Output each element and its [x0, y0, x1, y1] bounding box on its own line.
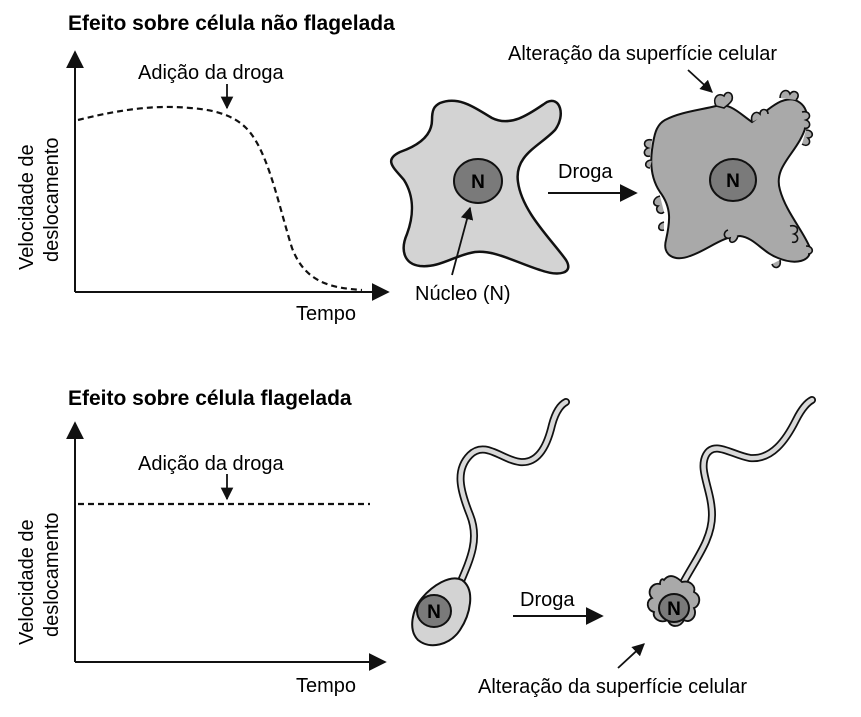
flagellated-nucleus-before-letter: N: [427, 602, 441, 623]
nucleus-after: [709, 158, 757, 202]
flagellated-nucleus-after: [658, 593, 690, 623]
nucleus-before: [453, 158, 503, 204]
panel1-drug-label: Adição da droga: [138, 62, 285, 84]
nucleus-after-letter: N: [726, 171, 740, 192]
nucleus-label: Núcleo (N): [415, 283, 511, 305]
panel1-surface-arrow: [687, 69, 713, 93]
panel2-axes: [66, 421, 387, 671]
flagellated-cell-after: [646, 396, 816, 627]
panel2-surface-label: Alteração da superfície celular: [478, 676, 747, 698]
panel1-ylabel-line2: deslocamento: [41, 137, 63, 262]
nucleus-label-arrow: [451, 206, 474, 276]
panel1-axes: [66, 50, 390, 301]
panel1-title: Efeito sobre célula não flagelada: [68, 12, 395, 35]
panel1-surface-label: Alteração da superfície celular: [508, 43, 777, 65]
panel1-velocity-curve: [77, 105, 363, 292]
panel2-drug-label: Adição da droga: [138, 453, 285, 475]
flagellated-nucleus-after-letter: N: [667, 599, 681, 620]
panel1-ylabel-line1: Velocidade de: [16, 144, 38, 270]
panel1-xlabel: Tempo: [296, 303, 356, 325]
nucleus-before-letter: N: [471, 172, 485, 193]
panel2-title: Efeito sobre célula flagelada: [68, 387, 352, 410]
flagellated-nucleus-before: [416, 594, 452, 628]
panel2-ylabel-line1: Velocidade de: [16, 519, 38, 645]
panel1-arrow-label: Droga: [558, 161, 613, 183]
panel2-ylabel-line2: deslocamento: [41, 512, 63, 637]
panel2-surface-arrow: [617, 643, 645, 669]
panel2-xlabel: Tempo: [296, 675, 356, 697]
panel2-arrow-label: Droga: [520, 589, 575, 611]
